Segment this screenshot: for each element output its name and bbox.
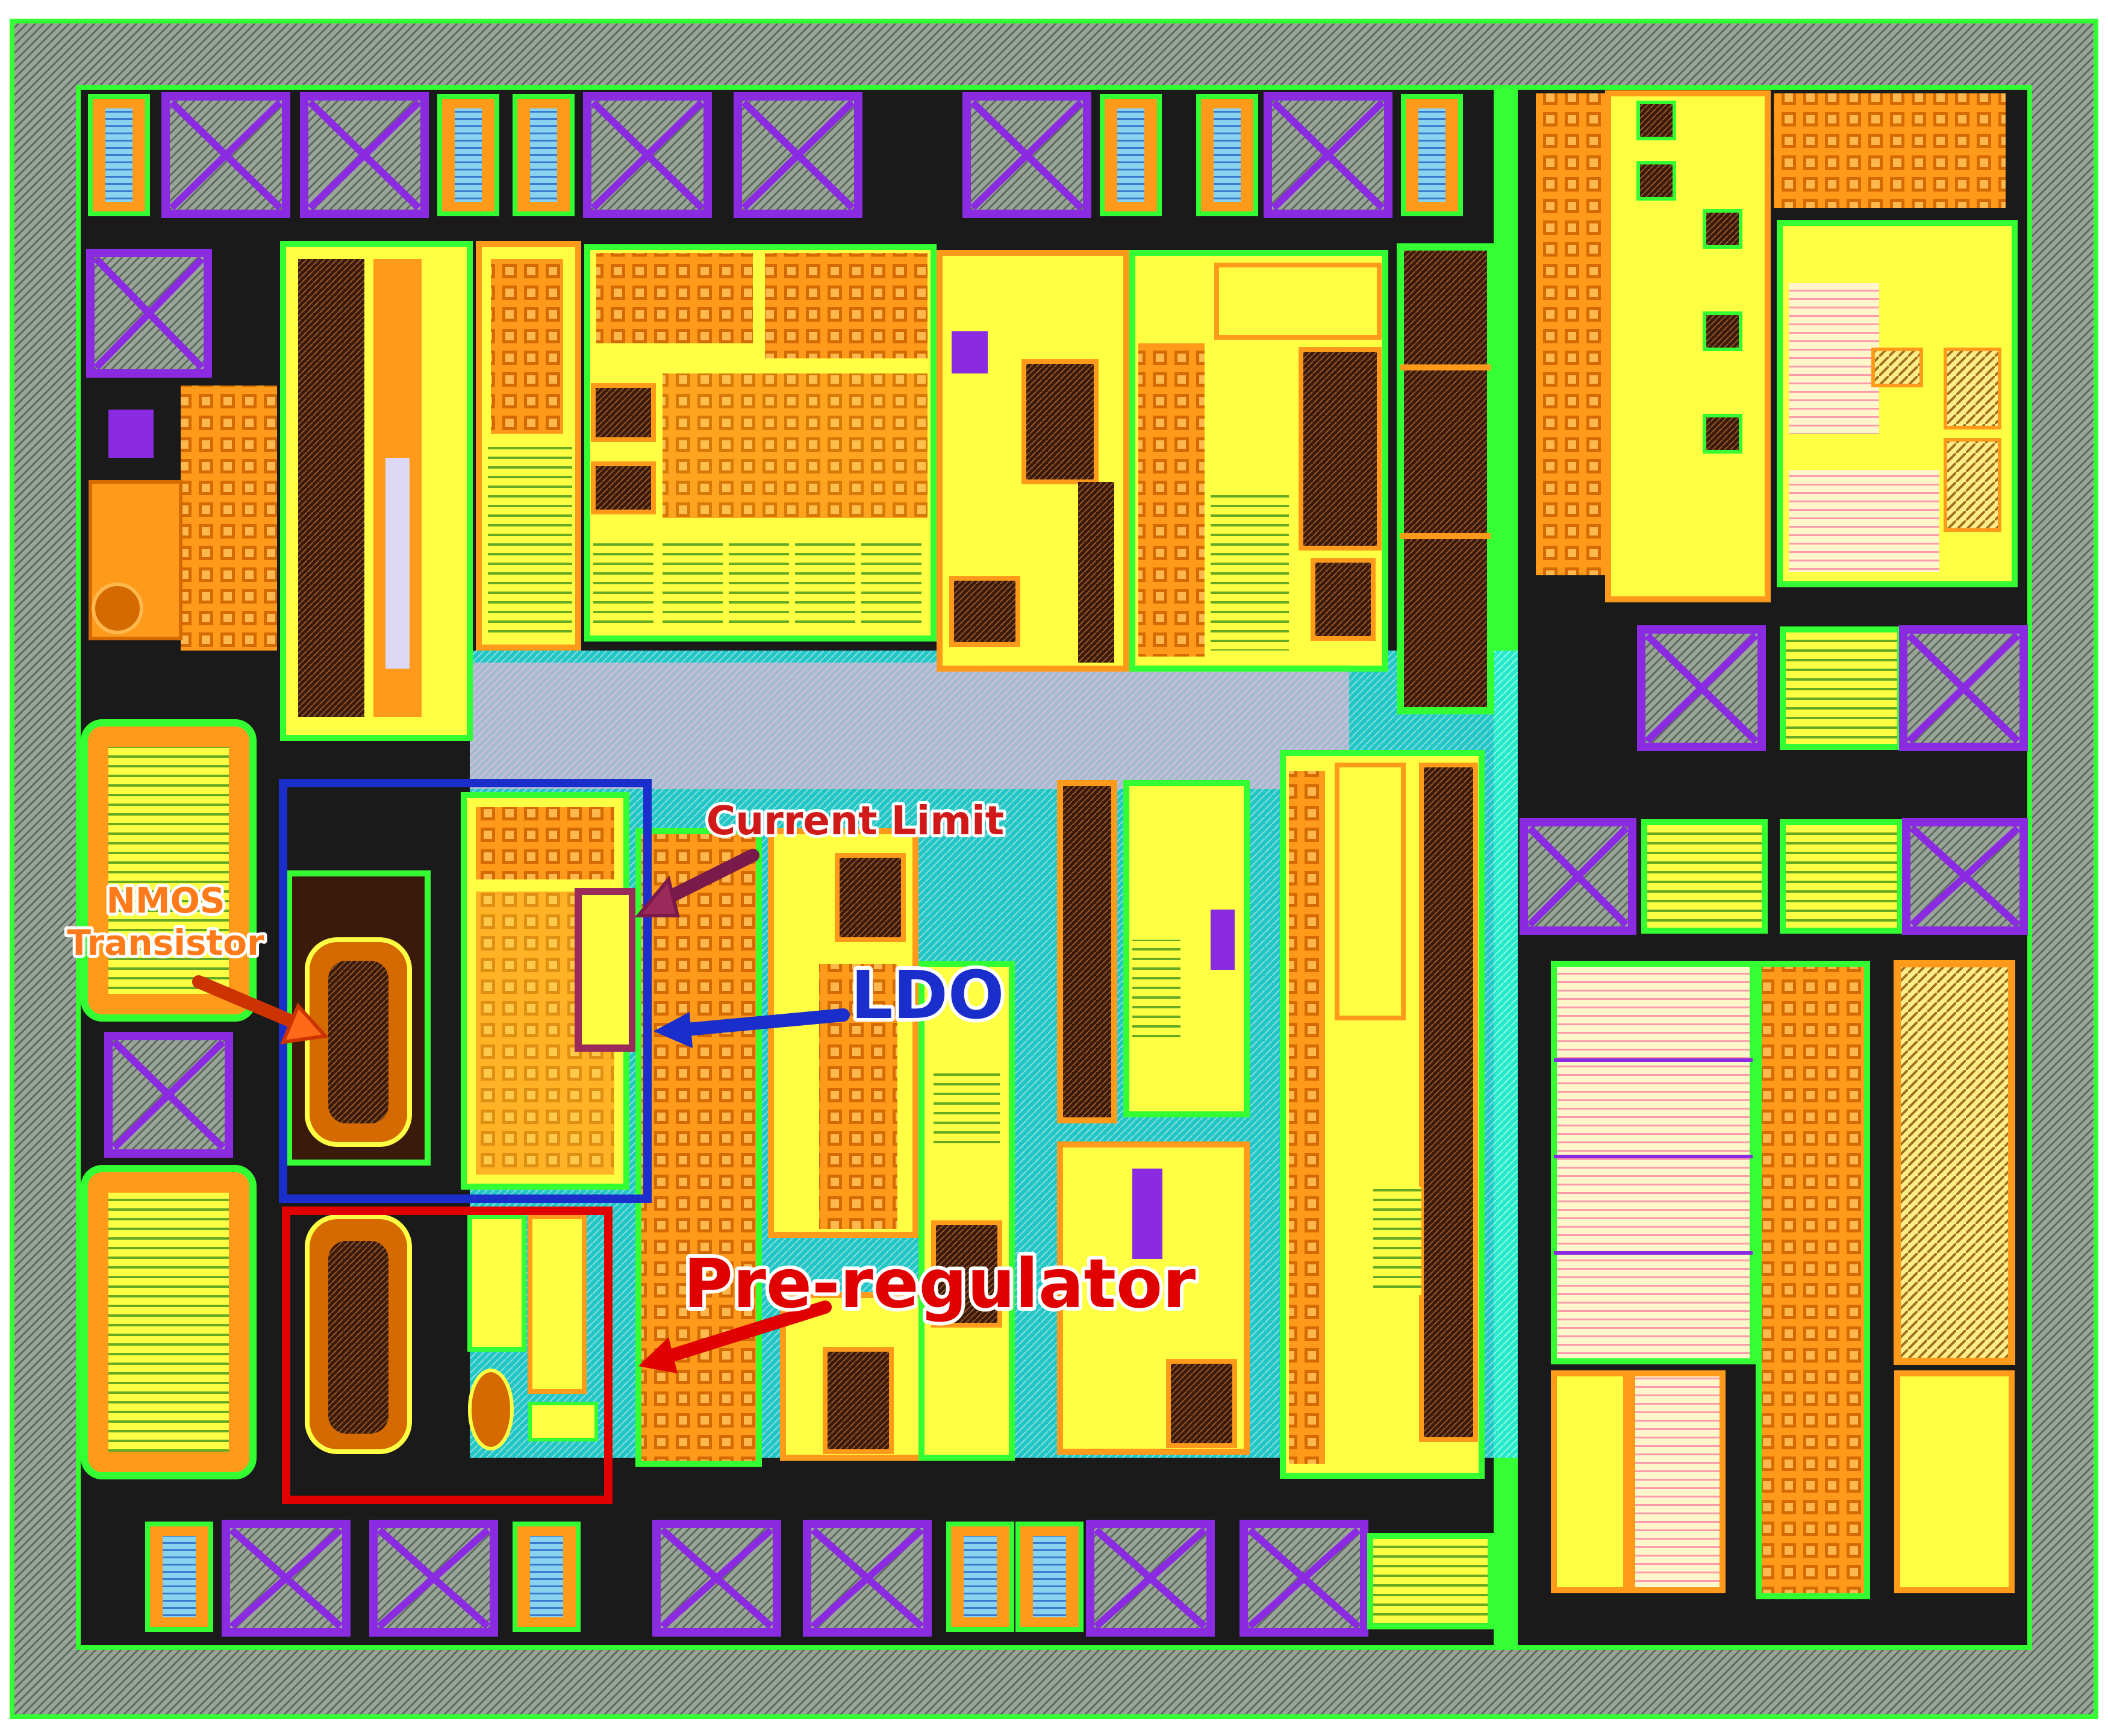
ldo-region-box — [279, 779, 652, 1203]
current-limit-cell — [575, 888, 636, 1052]
right-grid-top — [1774, 93, 2006, 208]
top-pad-row — [88, 92, 1463, 218]
mid-block-4 — [1057, 780, 1117, 1123]
pre-regulator-label: Pre-regulator — [684, 1245, 1196, 1323]
resistor-column — [1894, 960, 2015, 1365]
pad-narrow-core — [105, 108, 133, 202]
mid-block-3 — [918, 961, 1015, 1461]
ldo-callout-arrow-icon — [653, 1008, 850, 1048]
right-logic-block — [1605, 90, 1771, 602]
ldo-label: LDO — [851, 957, 1005, 1034]
mosfet-column — [1397, 243, 1494, 714]
transistor-array-icon — [1756, 961, 1870, 1599]
right-pad-cluster — [1520, 625, 2028, 935]
orange-grid-block — [181, 386, 277, 651]
pre-regulator-region-box — [282, 1207, 613, 1504]
capacitor-bank — [1551, 961, 1756, 1364]
current-limit-label: Current Limit — [706, 798, 1004, 844]
nmos-label-line2: Transistor — [67, 922, 264, 963]
nmos-label-line1: NMOS — [106, 880, 225, 921]
nmos-callout-arrow-icon — [192, 975, 329, 1044]
pre-regulator-callout-arrow-icon — [638, 1300, 832, 1373]
bottom-pad-row — [145, 1520, 1494, 1637]
mid-block-1 — [635, 828, 762, 1467]
pink-routing-area — [470, 663, 1349, 789]
current-limit-callout-arrow-icon — [634, 849, 759, 917]
